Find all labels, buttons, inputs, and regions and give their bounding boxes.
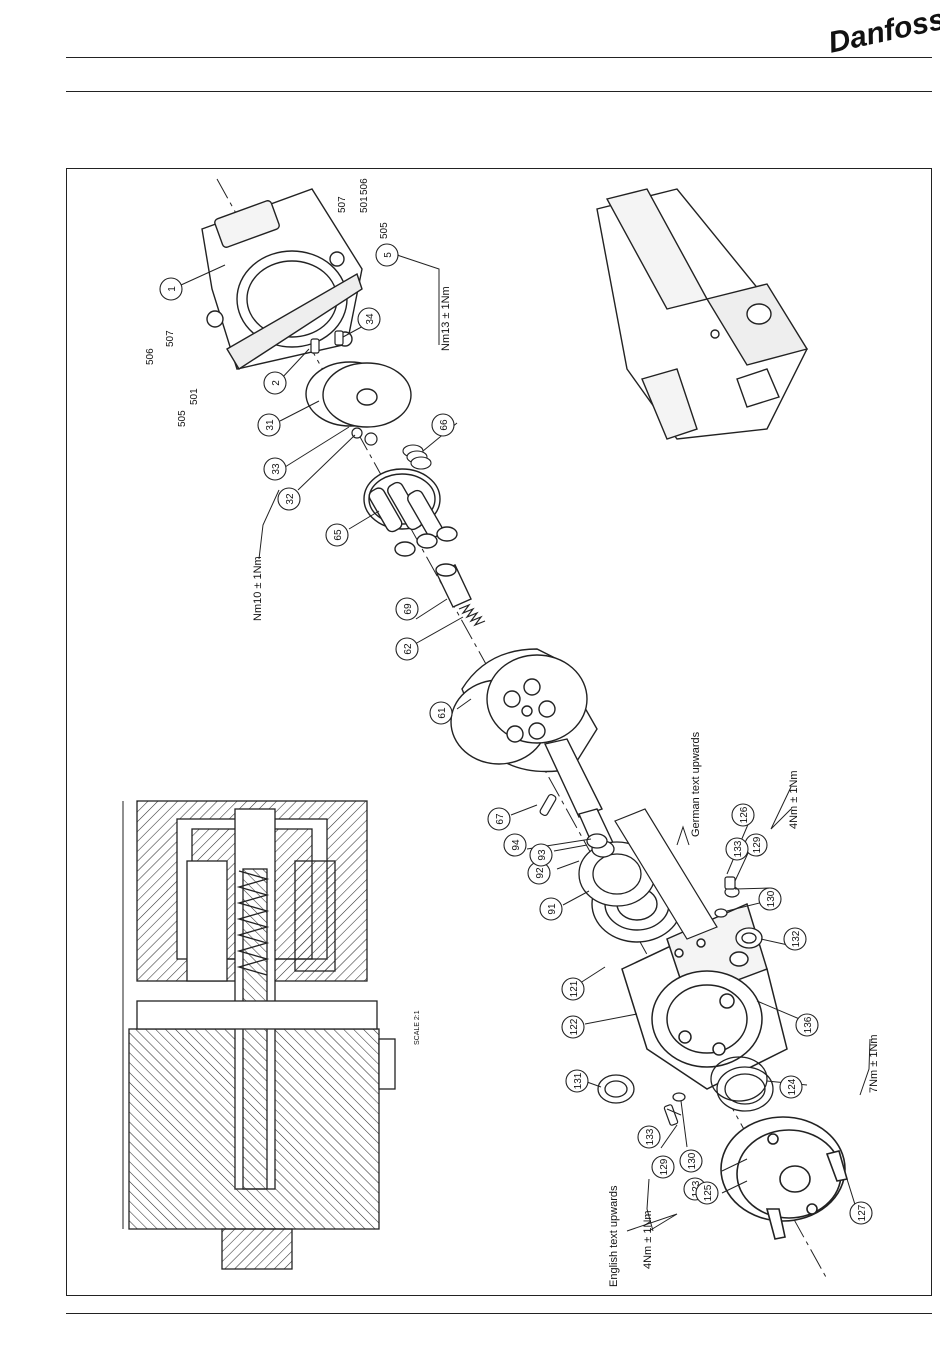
callout-c131: 131 xyxy=(566,1070,588,1092)
screw-32 xyxy=(352,428,377,445)
callout-number: 131 xyxy=(573,1072,584,1089)
torque-13-note: Nm13 ± 1Nm xyxy=(440,286,452,351)
callout-number: 91 xyxy=(547,903,558,915)
callout-c132: 132 xyxy=(784,928,806,950)
part-label-p501b: 501 xyxy=(359,196,370,213)
footer-rule xyxy=(66,1313,932,1314)
callout-number: 34 xyxy=(365,313,376,325)
sectional-view xyxy=(123,801,395,1269)
torque-4a-note: 4Nm ± 1Nm xyxy=(788,770,800,829)
callout-number: 32 xyxy=(285,493,296,505)
callout-c91: 91 xyxy=(540,898,562,920)
callout-c125: 125 xyxy=(696,1182,718,1204)
callout-c33: 33 xyxy=(264,458,286,480)
assembled-view xyxy=(597,189,807,439)
danfoss-logo-wordmark: Danfoss xyxy=(825,4,940,56)
callout-c62: 62 xyxy=(396,638,418,660)
callout-number: 65 xyxy=(333,529,344,541)
callout-c34: 34 xyxy=(358,308,380,330)
callout-number: 133 xyxy=(733,840,744,857)
callout-number: 33 xyxy=(271,463,282,475)
callout-number: 2 xyxy=(271,380,282,386)
callout-c136: 136 xyxy=(796,1014,818,1036)
german-text-note: German text upwards xyxy=(690,731,702,837)
callout-number: 129 xyxy=(659,1158,670,1175)
callout-number: 69 xyxy=(403,603,414,615)
part-label-p501a: 501 xyxy=(189,388,200,405)
part-label-p506a: 506 xyxy=(145,348,156,365)
spring-seat-31 xyxy=(306,362,411,427)
scale-note: SCALE 2:1 xyxy=(414,1010,421,1045)
callout-number: 125 xyxy=(703,1184,714,1201)
callout-number: 61 xyxy=(437,707,448,719)
callout-number: 1 xyxy=(167,286,178,292)
header-rule-bottom xyxy=(66,91,932,92)
callout-number: 124 xyxy=(787,1078,798,1095)
callout-number: 132 xyxy=(791,930,802,947)
callout-c133a: 133 xyxy=(726,838,748,860)
part-label-p507a: 507 xyxy=(165,330,176,347)
callout-c66: 66 xyxy=(432,414,454,436)
callout-c126: 126 xyxy=(732,804,754,826)
piston-69 xyxy=(436,564,471,607)
callout-c69: 69 xyxy=(396,598,418,620)
callout-c130b: 130 xyxy=(680,1150,702,1172)
front-cover-125 xyxy=(721,1117,847,1239)
callout-number: 5 xyxy=(383,252,394,258)
torque-10-note: Nm10 ± 1Nm xyxy=(252,556,264,621)
callout-c130a: 130 xyxy=(759,888,781,910)
callout-c31: 31 xyxy=(258,414,280,436)
callout-number: 62 xyxy=(403,643,414,655)
callout-c67: 67 xyxy=(488,808,510,830)
cylinder-block-61 xyxy=(451,649,615,855)
callout-c129a: 129 xyxy=(745,834,767,856)
callout-c124: 124 xyxy=(780,1076,802,1098)
callout-c133b: 133 xyxy=(638,1126,660,1148)
key-67 xyxy=(539,793,557,816)
torque-7-note: 7Nm ± 1Nm xyxy=(868,1034,880,1093)
callout-number: 94 xyxy=(511,839,522,851)
callout-number: 126 xyxy=(739,806,750,823)
callout-c94: 94 xyxy=(504,834,526,856)
callout-c1: 1 xyxy=(160,278,182,300)
part-label-p506b: 506 xyxy=(359,178,370,195)
callout-number: 129 xyxy=(752,836,763,853)
callout-number: 121 xyxy=(569,980,580,997)
exploded-assembly-drawing: 1253132333461626566676991929394121122123… xyxy=(67,169,933,1297)
drawing-frame: 1253132333461626566676991929394121122123… xyxy=(66,168,932,1296)
callout-c2: 2 xyxy=(264,372,286,394)
torque-4b-note: 4Nm ± 1Nm xyxy=(642,1210,654,1269)
header-rule-top xyxy=(66,57,932,58)
callout-c122: 122 xyxy=(562,1016,584,1038)
callout-c121: 121 xyxy=(562,978,584,1000)
callout-c65: 65 xyxy=(326,524,348,546)
callout-number: 122 xyxy=(569,1018,580,1035)
callout-number: 67 xyxy=(495,813,506,825)
callout-c93: 93 xyxy=(530,844,552,866)
callout-number: 93 xyxy=(537,849,548,861)
callout-c129b: 129 xyxy=(652,1156,674,1178)
callout-number: 31 xyxy=(265,419,276,431)
callout-number: 127 xyxy=(857,1204,868,1221)
callout-number: 130 xyxy=(687,1152,698,1169)
callout-number: 133 xyxy=(645,1128,656,1145)
valve-plate-65 xyxy=(364,445,457,556)
part-label-p505b: 505 xyxy=(379,222,390,239)
danfoss-logo: Danfoss xyxy=(822,4,940,56)
callout-number: 130 xyxy=(766,890,777,907)
callout-c5: 5 xyxy=(376,244,398,266)
part-label-p507b: 507 xyxy=(337,196,348,213)
callout-number: 92 xyxy=(535,867,546,879)
callout-c127: 127 xyxy=(850,1202,872,1224)
part-label-p505a: 505 xyxy=(177,410,188,427)
callout-c32: 32 xyxy=(278,488,300,510)
english-text-note: English text upwards xyxy=(608,1185,620,1287)
callout-number: 66 xyxy=(439,419,450,431)
callout-c61: 61 xyxy=(430,702,452,724)
callout-number: 136 xyxy=(803,1016,814,1033)
